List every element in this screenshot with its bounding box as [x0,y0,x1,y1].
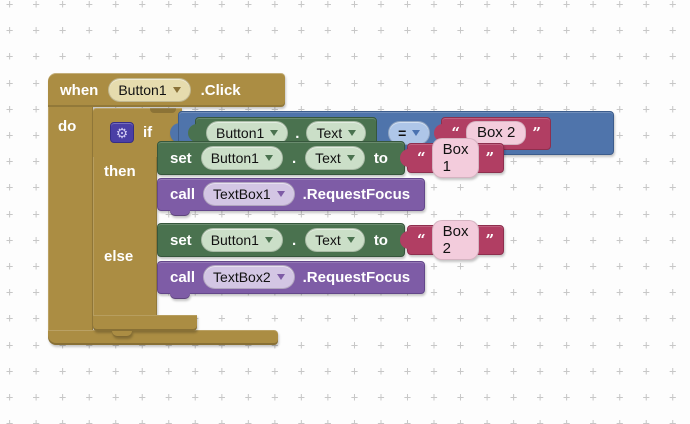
string-block-box1[interactable]: “ Box 1 ” [399,137,505,179]
else-label: else [104,248,134,265]
call-component-value: TextBox2 [213,268,271,285]
close-quote: ” [485,230,495,249]
operator-value: = [398,124,407,141]
if-block-footer[interactable] [93,315,197,331]
mutator-gear-button[interactable]: ⚙ [110,122,134,143]
chevron-down-icon [270,130,279,136]
getter-dot: . [295,124,300,142]
getter-left-tab [188,124,197,142]
if-block-top-notch [150,108,176,113]
do-label: do [58,118,77,135]
call-component-value: TextBox1 [213,185,271,202]
when-block-header[interactable]: when Button1 .Click [48,73,285,107]
call-block-bottom-connector [170,292,190,299]
chevron-down-icon [346,155,355,161]
set-component-dropdown[interactable]: Button1 [200,227,283,253]
open-quote: “ [416,148,426,167]
chevron-down-icon [412,130,421,136]
getter-component-value: Button1 [216,124,265,141]
open-quote: “ [416,230,426,249]
call-textbox2-requestfocus-block[interactable]: call TextBox2 .RequestFocus [157,260,426,299]
call-textbox1-requestfocus-block[interactable]: call TextBox1 .RequestFocus [157,177,426,216]
set-keyword: set [170,149,192,167]
set-keyword: set [170,231,192,249]
if-block-bottom-connector [112,331,132,337]
chevron-down-icon [346,237,355,243]
call-block-bottom-connector [170,209,190,216]
condition-left-tab [170,123,180,143]
open-quote: “ [451,123,460,142]
set-property-dropdown[interactable]: Text [305,227,365,253]
call-method-name: .RequestFocus [302,185,411,203]
when-keyword-label: when [60,81,99,99]
string-left-tab [399,231,409,249]
chevron-down-icon [172,87,181,93]
if-block-left-column[interactable] [93,157,157,315]
else-set-button1-text-block[interactable]: set Button1 . Text to [157,223,405,257]
when-component-dropdown[interactable]: Button1 [108,77,191,103]
when-component-value: Button1 [118,81,167,98]
call-keyword: call [170,268,196,286]
set-component-value: Button1 [210,231,259,248]
chevron-down-icon [264,237,273,243]
string-block-box2[interactable]: “ Box 2 ” [399,219,505,261]
call-component-dropdown[interactable]: TextBox2 [203,264,295,290]
string-value-field[interactable]: Box 2 [431,219,480,261]
chevron-down-icon [264,155,273,161]
when-event-name: .Click [200,81,241,99]
string-left-tab [434,124,444,142]
chevron-down-icon [348,130,357,136]
call-component-dropdown[interactable]: TextBox1 [203,181,295,207]
call-method-name: .RequestFocus [302,268,411,286]
if-label: if [143,124,153,141]
set-component-value: Button1 [210,149,259,166]
call-keyword: call [170,185,196,203]
when-block-left-column[interactable] [48,107,93,330]
set-property-dropdown[interactable]: Text [305,145,365,171]
chevron-down-icon [276,274,285,280]
to-label: to [373,231,388,249]
close-quote: ” [532,123,541,142]
then-label: then [104,163,136,180]
to-label: to [373,149,388,167]
close-quote: ” [485,148,495,167]
when-block-footer[interactable] [48,330,278,345]
gear-icon: ⚙ [115,124,129,141]
string-value-field[interactable]: Box 1 [431,137,480,179]
getter-property-value: Text [316,124,343,141]
set-dot: . [291,149,297,167]
then-set-button1-text-block[interactable]: set Button1 . Text to [157,141,405,175]
string-left-tab [399,149,409,167]
set-dot: . [291,231,297,249]
set-property-value: Text [315,231,341,248]
set-component-dropdown[interactable]: Button1 [200,145,283,171]
set-property-value: Text [315,149,341,166]
chevron-down-icon [276,191,285,197]
